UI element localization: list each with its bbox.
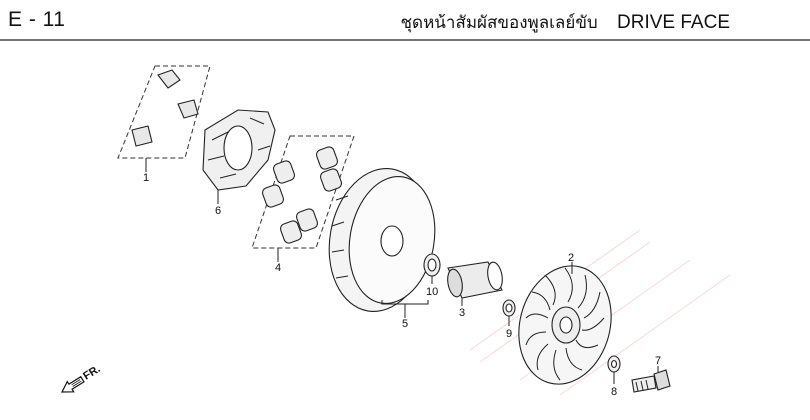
part-1-dashed-box: [117, 65, 211, 159]
page-title: ชุดหน้าสัมผัสของพูลเลย์ขับ DRIVE FACE: [401, 9, 731, 36]
part-1-clip-c: [131, 125, 153, 147]
callout-2: 2: [568, 252, 574, 264]
callout-4: 4: [275, 262, 281, 274]
part-4-roller-3: [261, 184, 285, 208]
page-title-english: DRIVE FACE: [617, 12, 730, 33]
part-6-ramp-plate: [202, 109, 276, 204]
part-2-fixed-drive-face: [518, 262, 612, 385]
part-4-roller-2: [315, 146, 339, 170]
part-4-roller-6: [279, 220, 303, 244]
part-9-washer: [502, 299, 516, 326]
front-direction-label: FR.: [81, 363, 102, 383]
part-5-movable-drive-face: [328, 168, 436, 318]
callout-5: 5: [402, 318, 408, 330]
fan-blades: [525, 267, 605, 381]
part-4-roller-4: [319, 168, 343, 192]
part-1-clip-b: [177, 99, 199, 119]
part-4-roller-1: [272, 160, 296, 184]
part-4-rollers-group: [251, 135, 355, 262]
callout-3: 3: [459, 307, 465, 319]
callout-8: 8: [611, 386, 617, 398]
page-title-thai: ชุดหน้าสัมผัสของพูลเลย์ขับ: [400, 13, 598, 33]
part-10-washer: [423, 253, 441, 284]
front-direction-arrow-icon: [61, 375, 85, 393]
callout-10: 10: [426, 286, 438, 298]
part-1-clip-a: [157, 69, 181, 89]
part-4-roller-5: [295, 208, 319, 232]
callout-1: 1: [143, 172, 149, 184]
part-8-washer: [607, 355, 621, 384]
callout-6: 6: [215, 205, 221, 217]
part-7-flange-bolt: [631, 366, 671, 393]
part-3-collar: [447, 261, 503, 306]
part-1-group: [117, 65, 211, 172]
part-4-dashed-box: [251, 135, 355, 249]
page-code: E - 11: [8, 8, 66, 31]
callout-7: 7: [655, 355, 661, 367]
callout-9: 9: [506, 328, 512, 340]
